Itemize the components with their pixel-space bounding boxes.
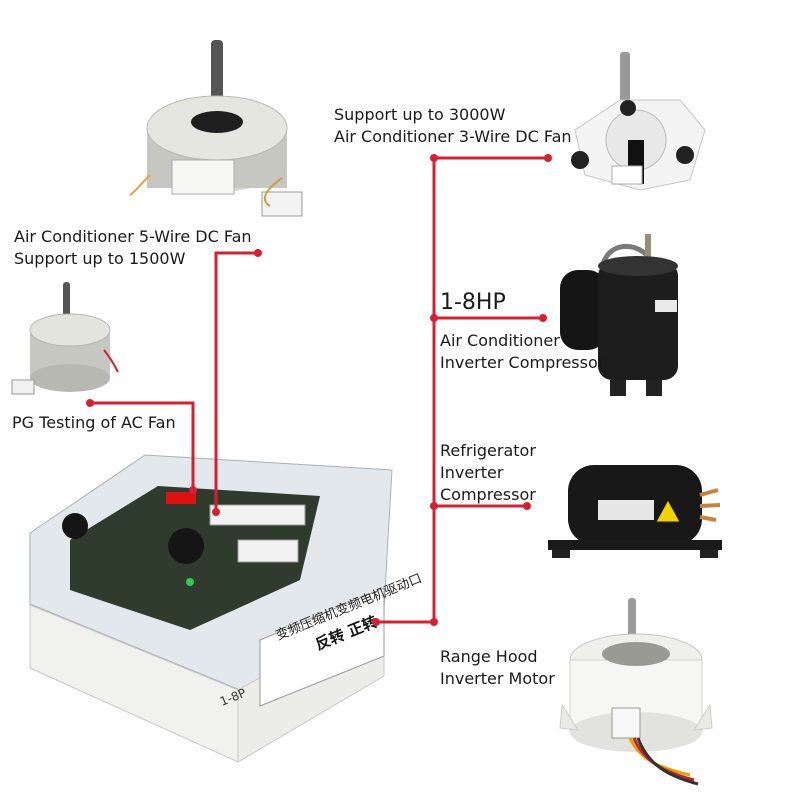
label-pg-testing-text: PG Testing of AC Fan (12, 413, 176, 432)
label-fridge-compressor-line3: Compressor (440, 485, 536, 504)
label-3wire-fan-line1: Support up to 3000W (334, 105, 506, 124)
label-fridge-compressor-line2: Inverter (440, 463, 504, 482)
label-3wire-fan-line2: Air Conditioner 3-Wire DC Fan (334, 127, 572, 146)
label-ac-compressor: Air Conditioner Inverter Compressor (440, 330, 604, 374)
label-5wire-fan-line1: Air Conditioner 5-Wire DC Fan (14, 227, 252, 246)
label-fridge-compressor: Refrigerator Inverter Compressor (440, 440, 536, 506)
label-hp-rating-text: 1-8HP (440, 290, 506, 315)
label-5wire-fan-line2: Support up to 1500W (14, 249, 186, 268)
wire-endpoints (86, 154, 552, 626)
fan-5wire-image (129, 40, 303, 217)
label-range-hood-line1: Range Hood (440, 647, 538, 666)
label-hp-rating: 1-8HP (440, 290, 506, 316)
label-ac-compressor-line2: Inverter Compressor (440, 353, 605, 372)
connection-wires (90, 156, 548, 624)
label-fridge-compressor-line1: Refrigerator (440, 441, 536, 460)
label-pg-testing: PG Testing of AC Fan (12, 412, 176, 434)
fridge-compressor-image (548, 465, 722, 558)
ac-compressor-image (560, 234, 678, 396)
label-5wire-fan: Air Conditioner 5-Wire DC Fan Support up… (14, 226, 252, 270)
pg-fan-image (11, 282, 119, 395)
label-range-hood-line2: Inverter Motor (440, 669, 555, 688)
label-3wire-fan: Support up to 3000W Air Conditioner 3-Wi… (334, 104, 572, 148)
fan-3wire-image (571, 52, 706, 191)
label-ac-compressor-line1: Air Conditioner (440, 331, 560, 350)
range-hood-motor-image (559, 598, 713, 786)
wire-to-pg-fan (90, 401, 195, 490)
label-range-hood: Range Hood Inverter Motor (440, 646, 555, 690)
wire-to-5wire-fan (214, 251, 258, 512)
controller-device-image: 变频压缩机变频电机驱动口 反转 正转 1-8P (29, 454, 424, 763)
